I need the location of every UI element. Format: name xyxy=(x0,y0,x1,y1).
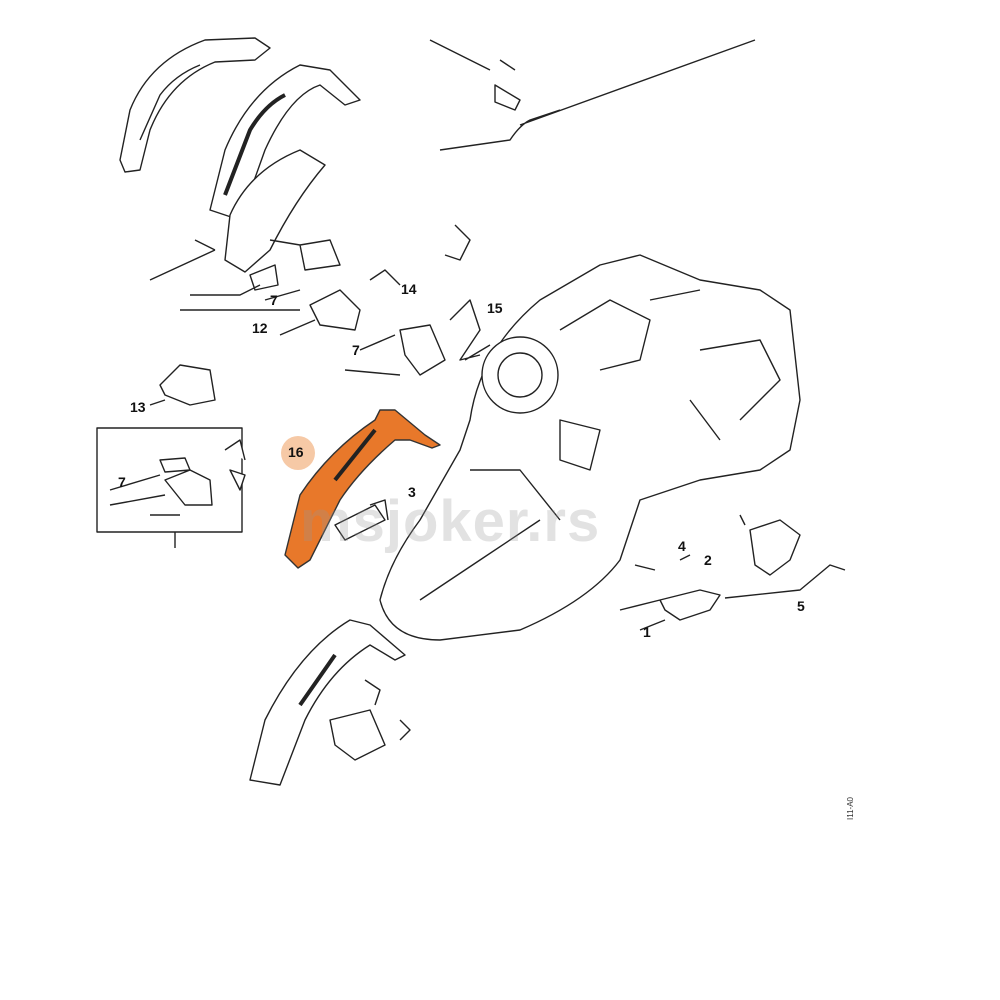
label-7: 7 xyxy=(352,342,360,358)
highlighted-handle-16 xyxy=(284,409,441,569)
part-3 xyxy=(334,499,389,541)
label-13: 13 xyxy=(130,399,146,415)
throttle-cable xyxy=(439,39,756,151)
cable-clamp-parts xyxy=(429,39,521,111)
label-14: 14 xyxy=(401,281,417,297)
trigger-parts xyxy=(619,514,846,631)
spring-part xyxy=(369,224,471,286)
handle-part xyxy=(119,37,271,173)
label-7: 7 xyxy=(270,292,278,308)
leader-lines xyxy=(149,239,300,311)
drawing-code: I11-A0 xyxy=(846,797,855,820)
handle-cover xyxy=(224,149,326,273)
engine-details xyxy=(419,289,781,601)
small-part xyxy=(344,324,446,376)
small-part xyxy=(329,679,411,761)
air-filter-inner xyxy=(497,352,543,398)
small-part xyxy=(269,239,341,271)
handle-part xyxy=(209,64,361,221)
label-3: 3 xyxy=(408,484,416,500)
highlight-circle xyxy=(281,436,315,470)
label-5: 5 xyxy=(797,598,805,614)
spring-part xyxy=(449,299,491,361)
label-1: 1 xyxy=(643,624,651,640)
watermark: msjoker.rs xyxy=(300,489,601,554)
small-part xyxy=(264,289,361,336)
small-part xyxy=(149,364,216,406)
handle-slot xyxy=(223,93,286,196)
air-filter xyxy=(481,336,559,414)
label-15: 15 xyxy=(487,300,503,316)
label-4: 4 xyxy=(678,538,686,554)
engine-housing xyxy=(379,254,801,641)
handle-detail xyxy=(139,64,201,141)
handle-slot xyxy=(333,428,377,482)
handle-part xyxy=(249,619,406,786)
label-16: 16 xyxy=(288,444,304,460)
label-12: 12 xyxy=(252,320,268,336)
inset-parts xyxy=(109,439,246,548)
handle-slot xyxy=(298,653,337,707)
label-7: 7 xyxy=(118,474,126,490)
label-2: 2 xyxy=(704,552,712,568)
